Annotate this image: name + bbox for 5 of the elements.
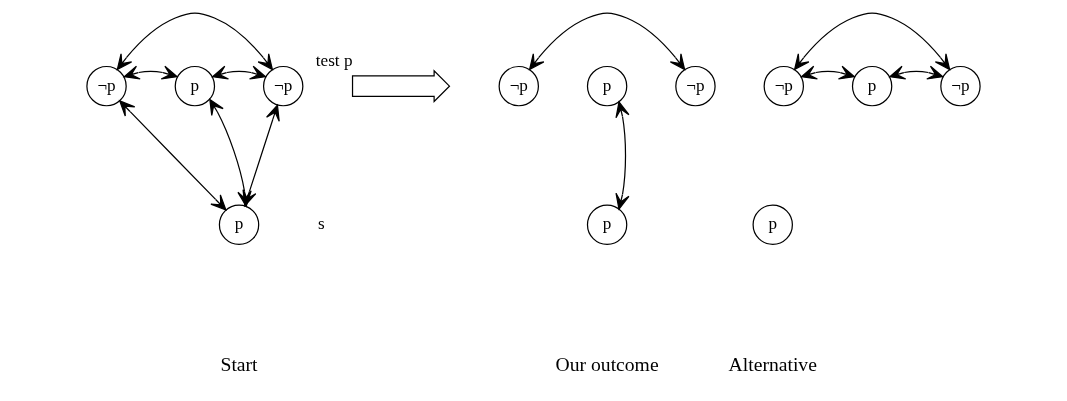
node-label: s bbox=[317, 214, 325, 234]
node-label: test p bbox=[315, 51, 353, 71]
label: Our outcome bbox=[555, 353, 659, 375]
label: Alternative bbox=[728, 353, 817, 375]
label: Start bbox=[220, 353, 258, 375]
